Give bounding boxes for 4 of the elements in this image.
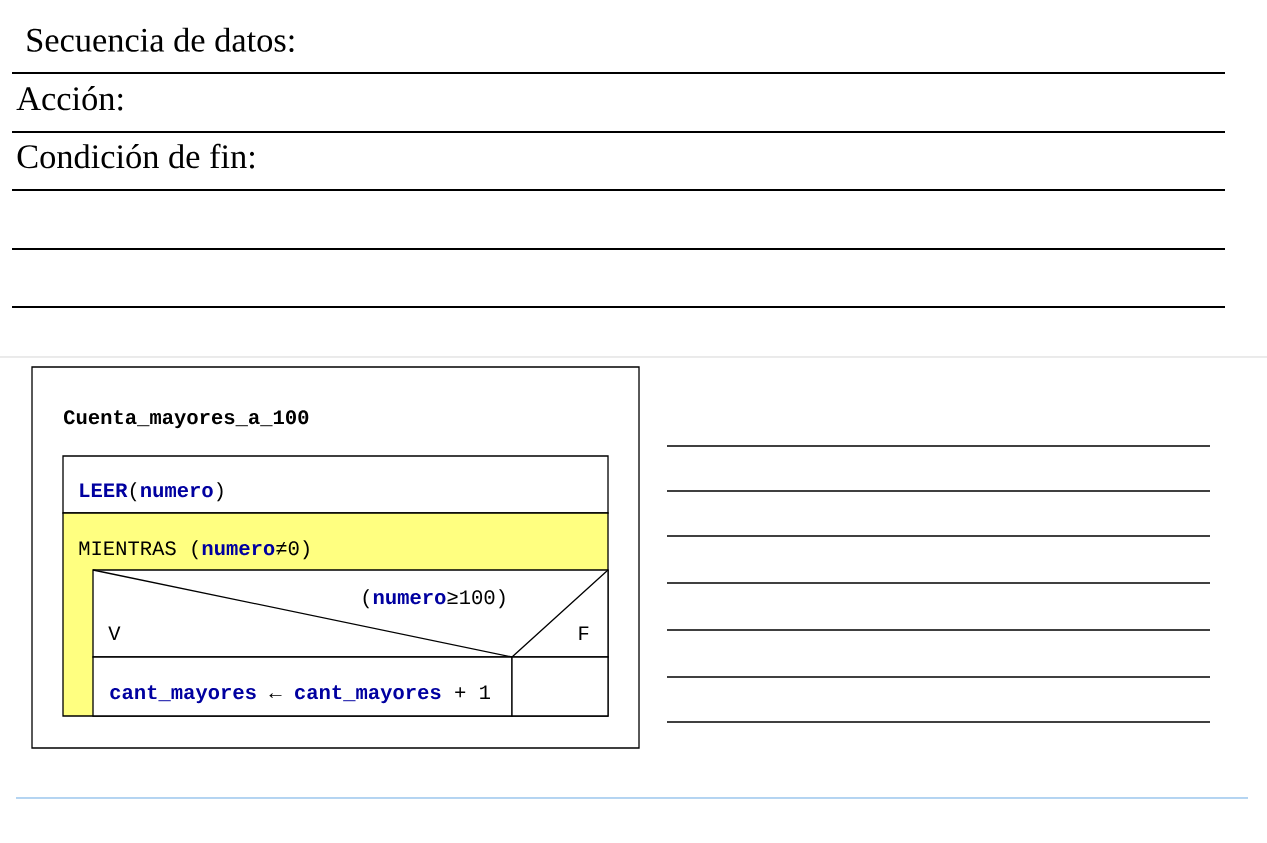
process-box: LEER(numero) xyxy=(62,455,609,514)
field-label: Condición de fin: xyxy=(17,143,254,169)
field-label: Acción: xyxy=(16,86,123,111)
field-label: Secuencia de datos: xyxy=(27,27,294,52)
